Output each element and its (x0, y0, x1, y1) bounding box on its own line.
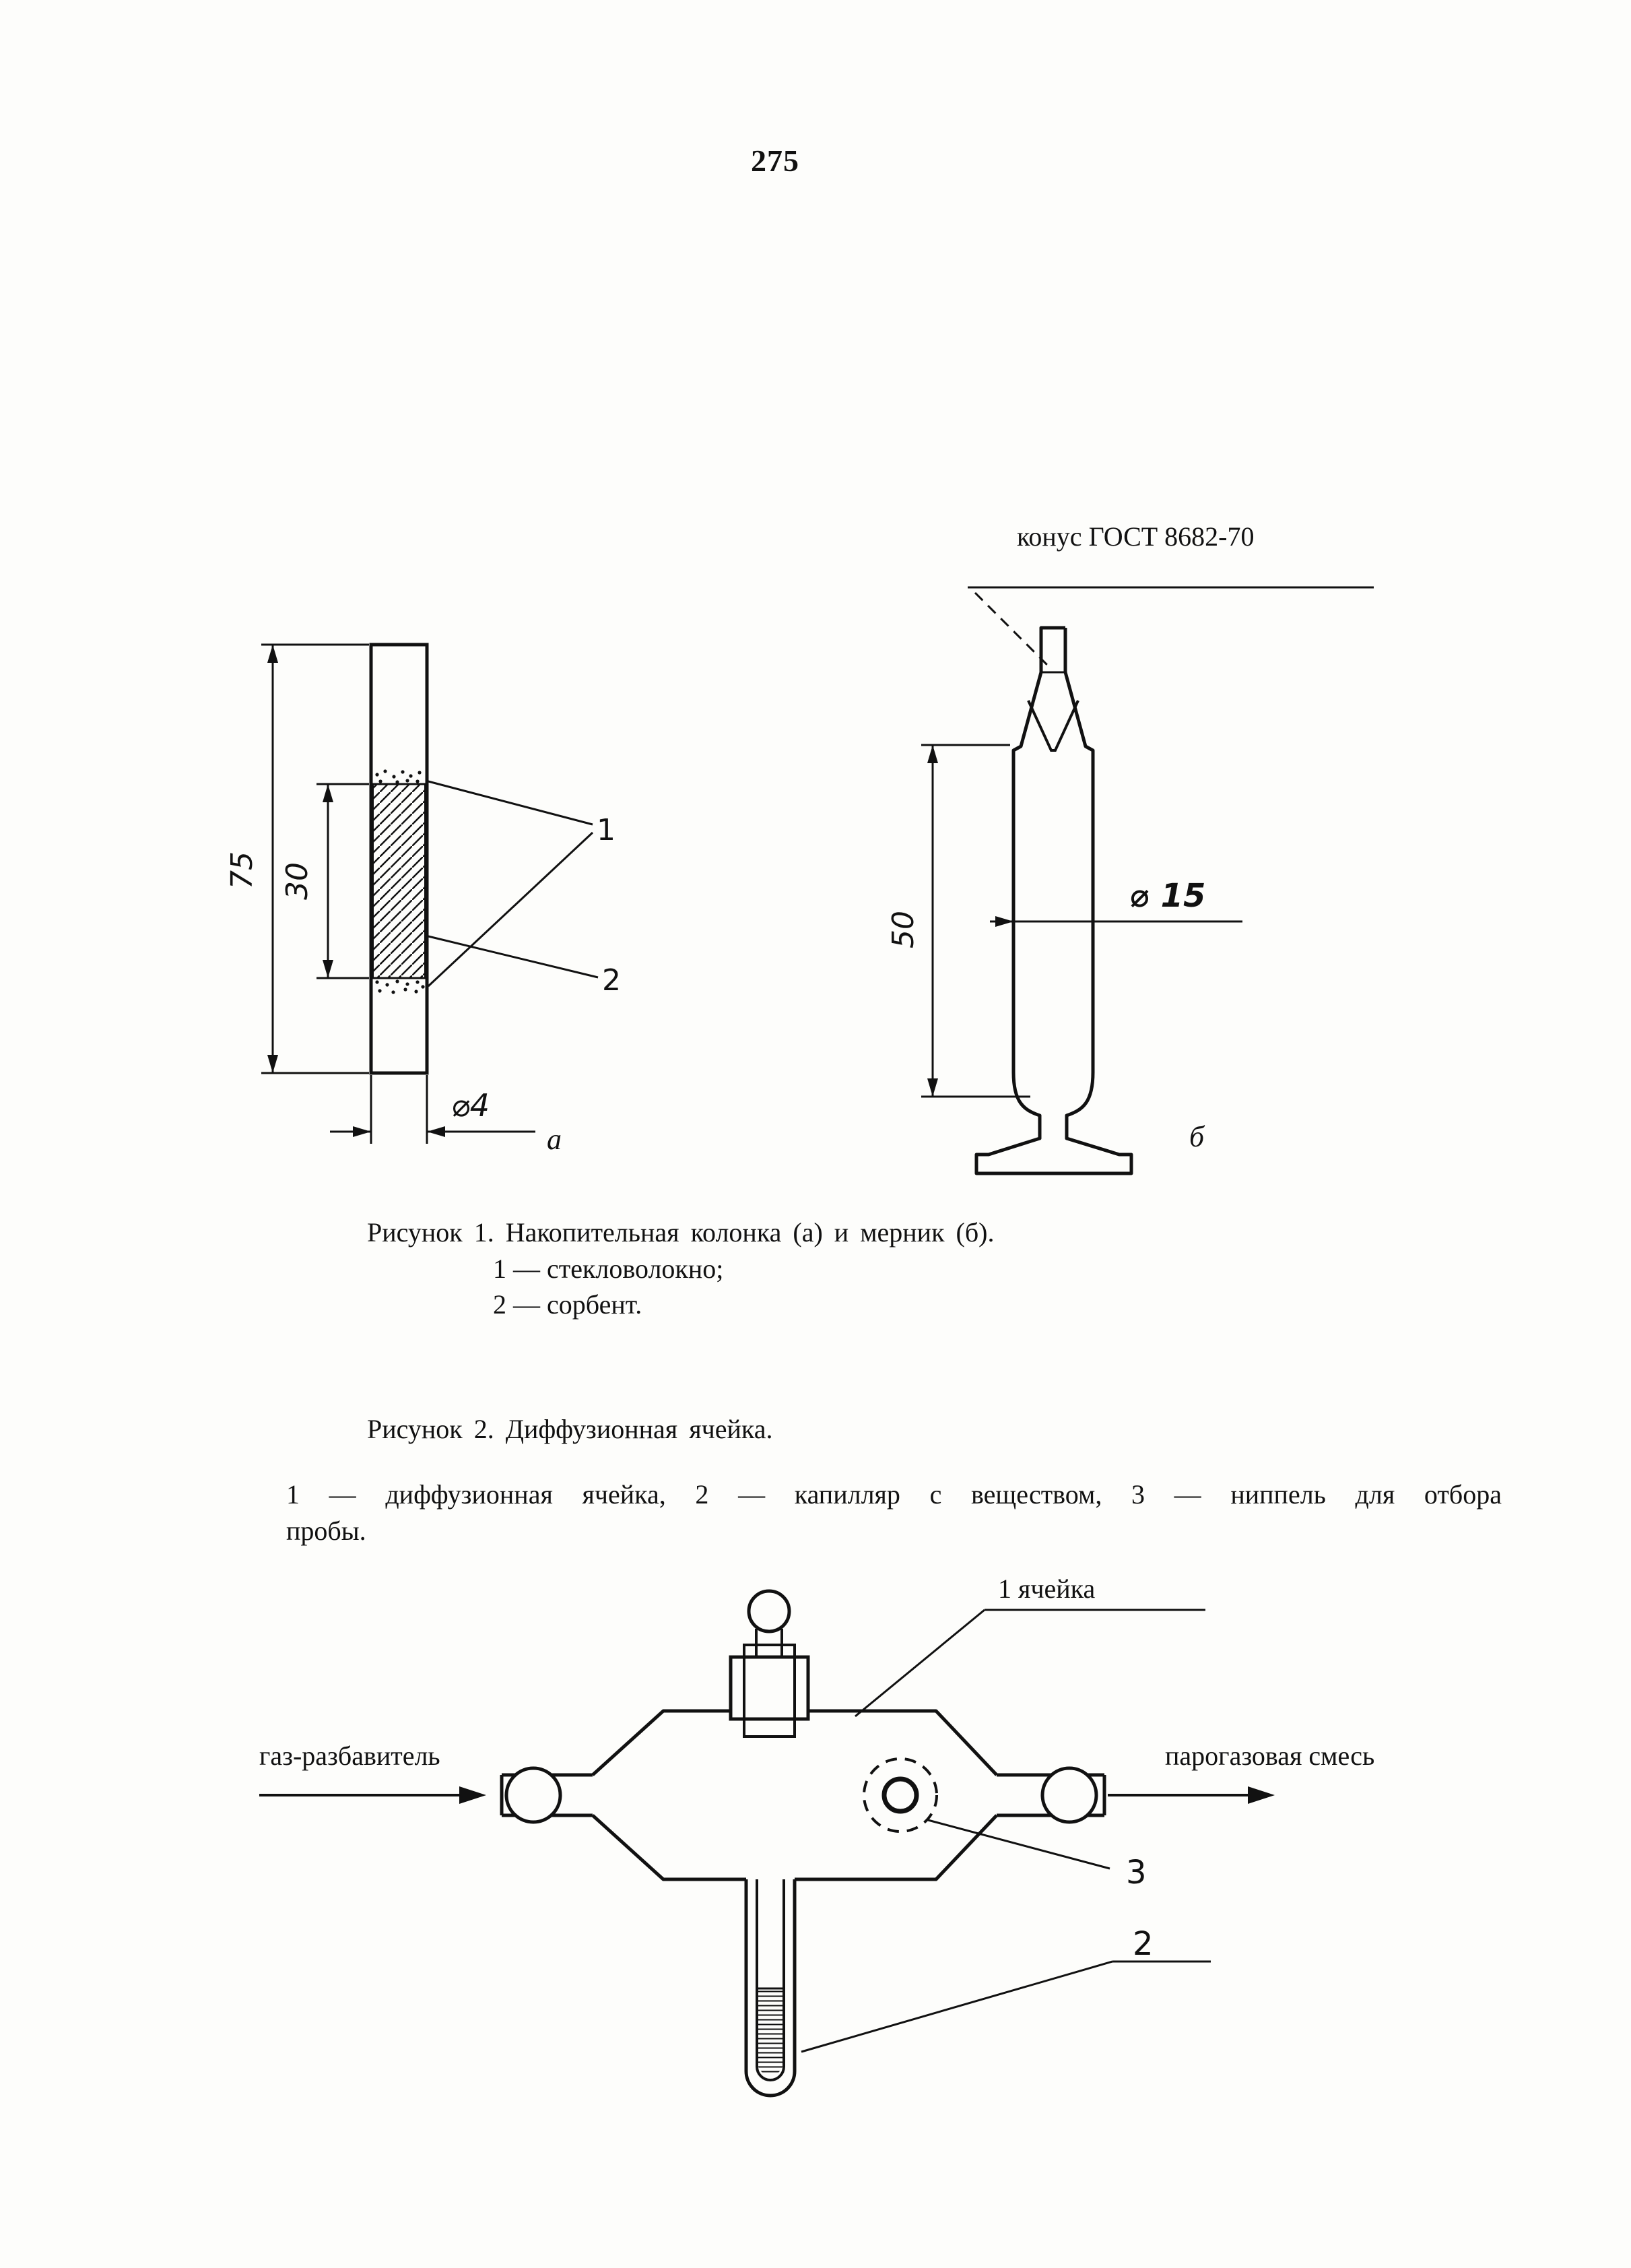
dim-dia4-label: ⌀4 (451, 1087, 490, 1124)
figure2-description: 1 — диффузионная ячейка, 2 — капилляр с … (286, 1477, 1502, 1549)
callout-2-sorbent: 2 (602, 963, 621, 998)
flow-arrow-in-head (459, 1786, 486, 1804)
callout-1-glass-fiber: 1 (597, 813, 615, 847)
nipple-opening (881, 1776, 919, 1814)
gas-diluent-label: газ-разбавитель (259, 1741, 440, 1771)
arrowhead (927, 1078, 938, 1097)
column-outline (369, 643, 429, 1075)
capillary-inner-tube (756, 1879, 785, 2081)
arrowhead (927, 745, 938, 763)
capillary-outer-tube (744, 1879, 797, 2098)
stopper-socket (729, 1655, 810, 1721)
figure1a-drawing: 75 30 1 2 ⌀4 а (225, 643, 621, 1156)
stopper-plug (743, 1644, 796, 1738)
sorbent-hatch (372, 783, 426, 979)
glass-fiber-dots-top (375, 769, 422, 784)
subfigure-b-label: б (1189, 1120, 1205, 1153)
callout-leader-lines (427, 780, 599, 987)
figure1-caption: Рисунок 1. Накопительная колонка (а) и м… (367, 1217, 995, 1248)
cell-callout-leader (855, 1609, 1205, 1718)
cell-body-bottom-edge (591, 1814, 998, 1881)
dim-50-label: 50 (886, 911, 921, 948)
arrowhead (995, 916, 1013, 927)
capillary-callout-leader (801, 1960, 1211, 2053)
nipple-dashed-circle (863, 1757, 938, 1833)
substance-liquid (758, 1988, 783, 2075)
figure2-drawing: газ-разбавитель парогазовая смесь (259, 1574, 1374, 2098)
dim-30-label: 30 (280, 862, 314, 900)
dim-75-label: 75 (225, 851, 259, 889)
arrowhead (323, 960, 333, 978)
figure2-description-line2: пробы. (286, 1516, 366, 1546)
page-number: 275 (751, 143, 799, 178)
figure1-legend-1: 1 — стекловолокно; (493, 1254, 724, 1284)
cone-inner-cavity (1027, 700, 1079, 752)
callout-2-capillary: 2 (1133, 1925, 1154, 1963)
figure1b-drawing: конус ГОСТ 8682-70 50 ⌀ 15 б (886, 521, 1374, 1175)
vessel-outline (974, 626, 1133, 1175)
vapor-gas-mixture-label: парогазовая смесь (1165, 1741, 1374, 1771)
dimension-30-lines (317, 783, 369, 979)
outlet-ball-joint (1040, 1766, 1098, 1824)
arrowhead (267, 645, 278, 663)
dim-dia15-label: ⌀ 15 (1130, 877, 1205, 915)
arrowhead (353, 1126, 371, 1137)
dimension-50-lines (921, 744, 1030, 1098)
cone-label-dashed-leader (974, 591, 1051, 668)
arrowhead (267, 1055, 278, 1073)
figure2-description-line1: 1 — диффузионная ячейка, 2 — капилляр с … (286, 1479, 1502, 1510)
dimension-75-lines (261, 643, 369, 1074)
flow-arrow-out-head (1248, 1786, 1275, 1804)
cone-gost-label: конус ГОСТ 8682-70 (1017, 521, 1255, 552)
callout-3-nipple: 3 (1126, 1854, 1147, 1891)
arrowhead (427, 1126, 445, 1137)
figure2-caption: Рисунок 2. Диффузионная ячейка. (367, 1414, 773, 1444)
cell-body-top-edge (591, 1709, 998, 1776)
glass-fiber-dots-bottom (375, 979, 425, 994)
arrowhead (323, 784, 333, 802)
subfigure-a-label: а (547, 1123, 562, 1156)
cell-callout-label: 1 ячейка (998, 1574, 1096, 1604)
inlet-ball-joint (504, 1766, 562, 1824)
stopper-knob (747, 1589, 791, 1633)
figure1-legend-2: 2 — сорбент. (493, 1289, 642, 1320)
nipple-callout-leader (927, 1819, 1110, 1870)
